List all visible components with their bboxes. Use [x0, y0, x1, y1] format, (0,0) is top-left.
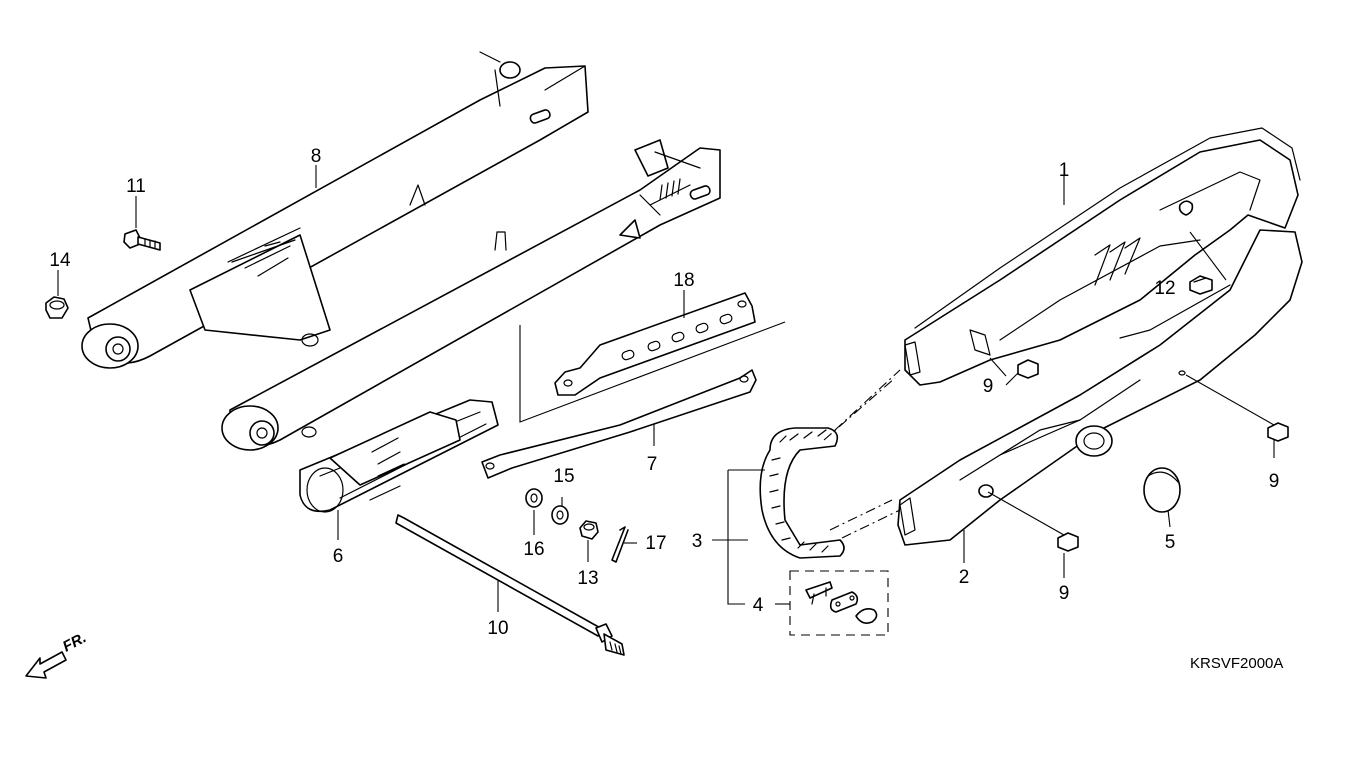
callout-18: 18: [673, 270, 694, 291]
chain-joint-box: [789, 570, 889, 636]
screw-part-9c[interactable]: [1057, 532, 1079, 552]
callout-5: 5: [1165, 532, 1176, 553]
callout-1: 1: [1059, 160, 1070, 181]
chain-upper-guide-2: [823, 377, 896, 441]
callout-12: 12: [1154, 278, 1175, 299]
front-direction-label: FR.: [60, 629, 89, 655]
reinforcement-plate-part-18[interactable]: [554, 292, 756, 396]
chain-joint-part-4[interactable]: [805, 581, 878, 624]
washer-part-15[interactable]: [551, 505, 569, 525]
callout-9b: 9: [1269, 471, 1280, 492]
callout-9a: 9: [983, 376, 994, 397]
callout-2: 2: [959, 567, 970, 588]
callout-3: 3: [692, 531, 703, 552]
callout-7: 7: [647, 454, 658, 475]
chain-upper-guide: [834, 369, 901, 431]
leader-lines: [57, 165, 1275, 612]
upper-chain-case-part-1[interactable]: [904, 127, 1301, 386]
chain-slider-part-6[interactable]: [299, 399, 499, 513]
chain-lower-guide-2: [829, 499, 893, 531]
bracket-group-line: [519, 321, 786, 423]
callout-15: 15: [553, 466, 574, 487]
drive-chain-part-3[interactable]: [759, 427, 845, 559]
callout-11: 11: [126, 176, 146, 197]
callout-8: 8: [311, 146, 322, 167]
plug-cap-part-5[interactable]: [1143, 467, 1181, 513]
callout-9c: 9: [1059, 583, 1070, 604]
front-direction-arrow-icon: FR.: [25, 629, 89, 679]
lower-chain-case-part-2[interactable]: [897, 229, 1303, 546]
chain-lower-guide: [841, 509, 901, 539]
bolt-part-11[interactable]: [123, 229, 161, 251]
diagram-code: KRSVF2000A: [1190, 655, 1283, 672]
callout-16: 16: [523, 539, 544, 560]
screw-part-12[interactable]: [1189, 275, 1213, 295]
callout-10: 10: [487, 618, 508, 639]
flange-nut-part-14[interactable]: [45, 296, 69, 319]
swingarm-part-8[interactable]: [81, 51, 721, 451]
cotter-pin-part-17[interactable]: [611, 526, 629, 563]
nut-part-13[interactable]: [579, 520, 599, 540]
callout-17: 17: [645, 533, 666, 554]
callout-4: 4: [753, 595, 764, 616]
callout-14: 14: [49, 250, 71, 271]
callout-6: 6: [333, 546, 344, 567]
brace-bar-part-7[interactable]: [481, 369, 757, 479]
screw-part-9a[interactable]: [1017, 359, 1039, 379]
screw-part-9b[interactable]: [1267, 422, 1289, 442]
washer-part-16[interactable]: [525, 488, 543, 508]
pivot-bolt-part-10[interactable]: [395, 514, 625, 656]
callout-13: 13: [577, 568, 598, 589]
